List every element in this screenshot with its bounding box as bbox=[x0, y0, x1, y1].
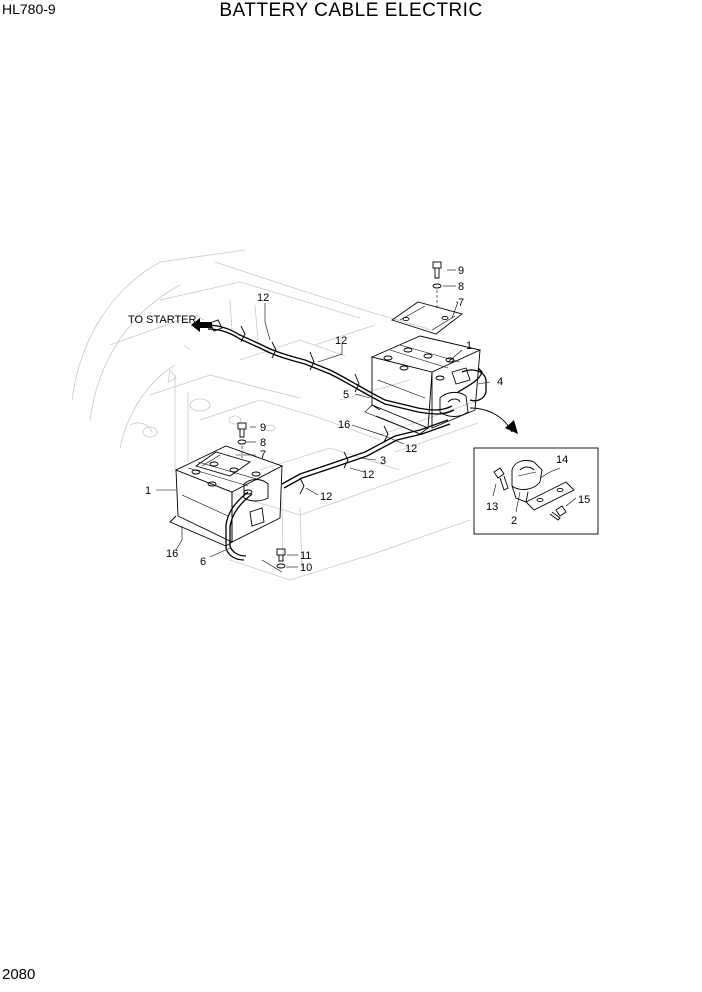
battery-cables bbox=[205, 319, 487, 561]
callout-10: 10 bbox=[300, 562, 312, 574]
bracket-lower bbox=[194, 451, 252, 477]
callout-7-upper: 7 bbox=[458, 297, 464, 309]
page-number: 2080 bbox=[2, 966, 36, 983]
battery-lower bbox=[169, 445, 284, 547]
callout-16-lower: 16 bbox=[166, 548, 178, 560]
callout-12-mid: 12 bbox=[362, 469, 374, 481]
detail-arrow bbox=[469, 407, 518, 434]
callout-11: 11 bbox=[300, 550, 311, 562]
page-title: BATTERY CABLE ELECTRIC bbox=[219, 0, 483, 21]
bracket-upper bbox=[390, 301, 463, 335]
callout-7-lower: 7 bbox=[260, 449, 266, 461]
bolt-upper bbox=[432, 261, 442, 310]
callout-14: 14 bbox=[556, 454, 568, 466]
callout-1-lower: 1 bbox=[145, 485, 151, 497]
battery-upper bbox=[364, 335, 482, 435]
to-starter-label: TO STARTER bbox=[128, 314, 197, 326]
callout-6: 6 bbox=[200, 556, 206, 568]
callout-9-upper: 9 bbox=[458, 265, 464, 277]
chassis-frame bbox=[71, 249, 481, 581]
callout-12-top-mid: 12 bbox=[335, 335, 347, 347]
bolt-lower bbox=[237, 422, 247, 458]
callout-5: 5 bbox=[343, 389, 349, 401]
callout-9-lower: 9 bbox=[260, 422, 266, 434]
callout-13: 13 bbox=[486, 501, 498, 513]
callout-1-upper: 1 bbox=[466, 340, 472, 352]
callout-12-right: 12 bbox=[405, 443, 417, 455]
model-code: HL780-9 bbox=[2, 1, 56, 17]
leader-lines bbox=[156, 269, 577, 573]
callout-2: 2 bbox=[511, 515, 517, 527]
callout-15: 15 bbox=[578, 494, 590, 506]
callout-12-lower: 12 bbox=[320, 491, 332, 503]
callout-8-upper: 8 bbox=[458, 281, 464, 293]
to-starter-arrow bbox=[191, 318, 212, 332]
ground-bolt bbox=[276, 548, 286, 569]
callout-4: 4 bbox=[497, 376, 503, 388]
callout-16-upper: 16 bbox=[338, 419, 350, 431]
detail-inset bbox=[473, 447, 599, 535]
callout-12-top-left: 12 bbox=[257, 292, 269, 304]
callout-3: 3 bbox=[380, 455, 386, 467]
callout-8-lower: 8 bbox=[260, 437, 266, 449]
